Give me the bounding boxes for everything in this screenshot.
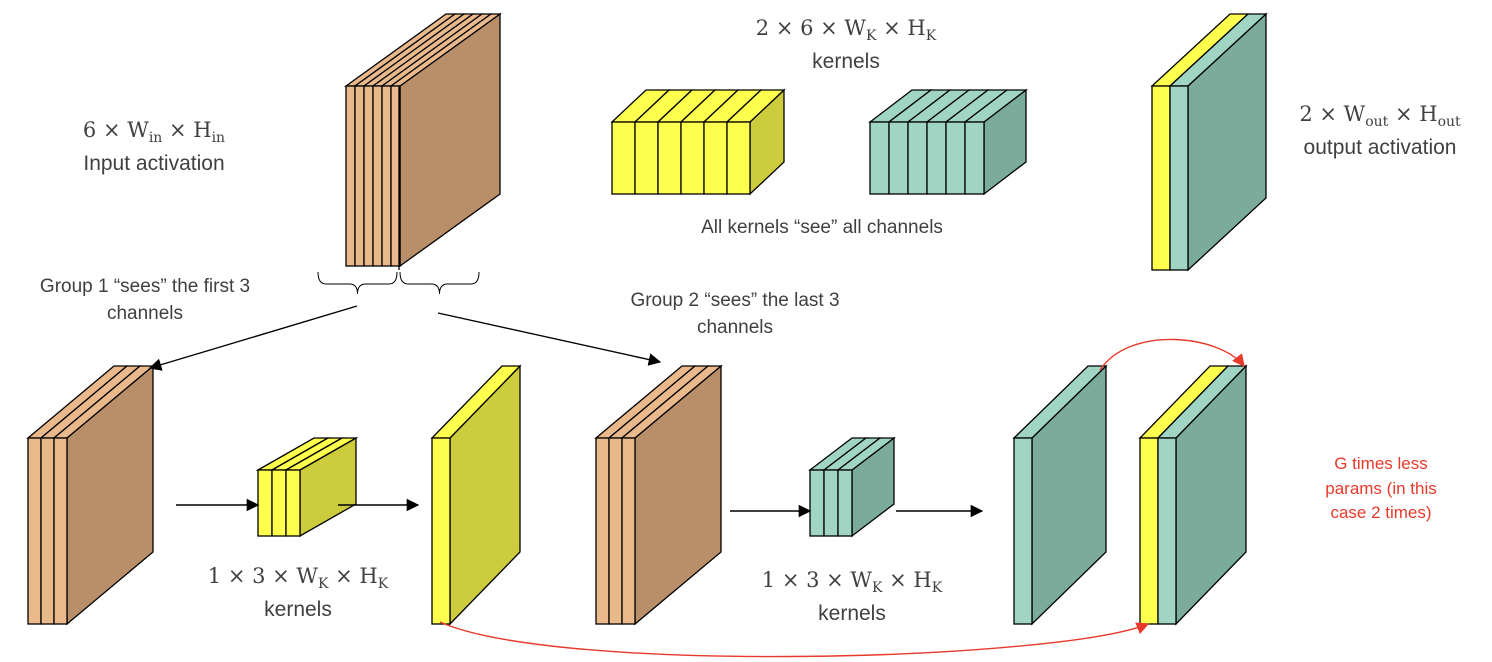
full-kernel-teal-slice — [907, 121, 928, 195]
input-activation-stack-slice — [354, 85, 365, 267]
full-kernel-teal-slice — [869, 121, 890, 195]
group1-kernel-stack — [255, 436, 359, 538]
group2-kernel-stack-slice — [837, 469, 853, 537]
group2-label-line2: channels — [696, 316, 774, 338]
group2-kernel-dims: 1 × 3 × WK × HK — [761, 568, 943, 597]
red-arrow-teal-to-concat — [1099, 338, 1245, 371]
group1-kernel-stack-slice — [285, 469, 301, 537]
full-kernel-teal-slice — [964, 121, 985, 195]
full-kernel-teal — [868, 88, 1028, 196]
group1-kernels-label: 1 × 3 × WK × HK kernels — [178, 562, 418, 624]
params-note-line3: case 2 times) — [1330, 503, 1432, 523]
input-activation-stack-slice — [372, 85, 383, 267]
input-activation-stack-slice — [345, 85, 356, 267]
input-activation-label: 6 × Win × Hin Input activation — [38, 116, 270, 178]
group2-kernel-caption: kernels — [818, 601, 886, 625]
group1-kernel-stack-slice — [271, 469, 287, 537]
output-dims: 2 × Wout × Hout — [1299, 102, 1461, 131]
group2-kernel-stack — [808, 436, 896, 538]
group1-output-slice-slice — [431, 437, 451, 625]
arrow-to-group1 — [148, 305, 358, 371]
group2-input-stack-slice — [595, 437, 610, 625]
group2-kernels-label: 1 × 3 × WK × HK kernels — [732, 566, 972, 628]
output-caption: output activation — [1303, 135, 1457, 159]
group2-kernel-stack-slice — [823, 469, 839, 537]
full-kernel-teal-slice — [945, 121, 966, 195]
group1-kernel-dims: 1 × 3 × WK × HK — [207, 564, 389, 593]
full-kernel-teal-slice — [888, 121, 909, 195]
group2-label: Group 2 “sees” the last 3 channels — [590, 288, 880, 341]
concat-output-stack-slice — [1157, 437, 1177, 625]
input-activation-stack — [343, 12, 503, 268]
group1-kernel-caption: kernels — [264, 597, 332, 621]
concat-output-stack — [1138, 364, 1248, 626]
output-activation-stack-slice — [1151, 85, 1171, 271]
full-kernel-caption: kernels — [812, 49, 880, 73]
all-kernels-note: All kernels “see” all channels — [701, 217, 943, 238]
group1-input-stack-slice — [53, 437, 68, 625]
group2-output-slice — [1012, 364, 1108, 626]
full-kernel-yellow-slice — [657, 121, 682, 195]
full-kernel-yellow-slice — [726, 121, 751, 195]
full-kernel-yellow-slice — [634, 121, 659, 195]
group2-input-stack-slice — [608, 437, 623, 625]
group1-input-stack — [26, 364, 155, 626]
full-kernel-teal-slice — [926, 121, 947, 195]
group1-input-stack-slice — [40, 437, 55, 625]
full-kernel-yellow — [610, 88, 786, 196]
group1-label-line1: Group 1 “sees” the first 3 — [39, 276, 251, 297]
red-arrow-yellow-to-concat — [439, 621, 1150, 658]
full-kernel-dims: 2 × 6 × WK × HK — [755, 16, 937, 45]
params-note: G times less params (in this case 2 time… — [1296, 452, 1466, 526]
concat-output-stack-slice — [1139, 437, 1159, 625]
input-activation-stack-slice — [390, 85, 401, 267]
input-caption: Input activation — [83, 151, 225, 175]
group1-brace — [317, 271, 398, 295]
group2-input-stack-slice — [621, 437, 636, 625]
group2-input-stack — [594, 364, 723, 626]
group1-output-slice — [430, 364, 522, 626]
full-kernels-label: 2 × 6 × WK × HK kernels — [706, 14, 986, 76]
group1-label-line2: channels — [106, 302, 184, 324]
group1-input-stack-slice — [27, 437, 42, 625]
output-activation-stack-slice — [1169, 85, 1189, 271]
full-kernel-yellow-slice — [703, 121, 728, 195]
group2-label-line1: Group 2 “sees” the last 3 — [630, 290, 840, 311]
full-kernel-yellow-slice — [680, 121, 705, 195]
arrow-to-group2 — [437, 312, 662, 366]
input-dims: 6 × Win × Hin — [82, 118, 226, 147]
input-activation-stack-slice — [381, 85, 392, 267]
params-note-line1: G times less — [1334, 454, 1428, 473]
group1-kernel-stack-slice — [257, 469, 273, 537]
group2-output-slice-slice — [1013, 437, 1033, 625]
group1-label: Group 1 “sees” the first 3 channels — [0, 274, 290, 327]
group2-kernel-stack-slice — [809, 469, 825, 537]
group1-output-slice-side-face — [449, 364, 521, 626]
group2-brace — [399, 271, 480, 295]
group2-output-slice-side-face — [1031, 364, 1107, 626]
output-activation-stack — [1150, 12, 1268, 272]
full-kernel-yellow-slice — [611, 121, 636, 195]
input-activation-stack-slice — [363, 85, 374, 267]
output-activation-label: 2 × Wout × Hout output activation — [1268, 100, 1492, 162]
params-note-line2: params (in this — [1325, 478, 1437, 498]
